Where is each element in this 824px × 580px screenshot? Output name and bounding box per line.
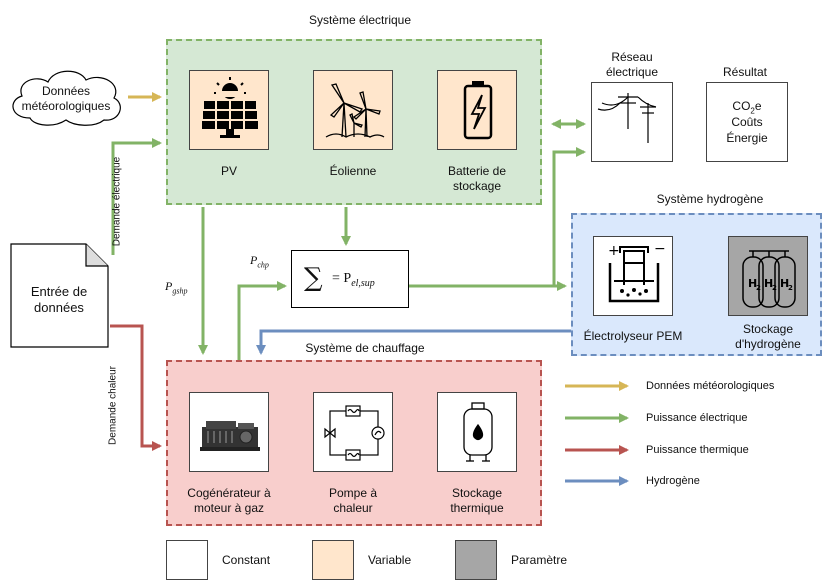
power-pylon-icon xyxy=(597,93,657,143)
electrolyser-tile: + − xyxy=(593,236,673,316)
svg-text:−: − xyxy=(654,241,666,257)
svg-text:2: 2 xyxy=(788,284,793,292)
svg-text:H: H xyxy=(764,277,773,290)
gas-engine-icon xyxy=(200,421,260,451)
legend-variable-label: Variable xyxy=(368,553,412,567)
p-gshp-label: Pgshp xyxy=(165,279,188,296)
electric-system-title: Système électrique xyxy=(308,13,412,27)
battery-label: Batterie de stockage xyxy=(447,164,507,193)
heat-pump-tile xyxy=(313,392,393,472)
sum-equation: = Pel,sup xyxy=(332,271,375,289)
chp-label: Cogénérateur à moteur à gaz xyxy=(187,486,271,515)
grid-tile xyxy=(591,82,673,162)
wind-turbine-icon xyxy=(325,83,385,138)
battery-tile xyxy=(437,70,517,150)
legend-constant-swatch xyxy=(166,540,208,580)
result-co2: CO2e xyxy=(732,99,762,116)
pv-tile xyxy=(189,70,269,150)
electric-demand-arrow xyxy=(111,138,162,255)
heat-pump-label: Pompe à chaleur xyxy=(328,486,378,515)
heat-demand-arrow xyxy=(110,324,162,451)
svg-text:H: H xyxy=(780,277,789,290)
solar-panel-icon xyxy=(202,77,258,138)
sum-to-grid-arrow xyxy=(409,147,586,288)
legend-meteo-label: Données météorologiques xyxy=(646,380,775,392)
heat-pump-icon xyxy=(324,405,385,461)
chp-tile xyxy=(189,392,269,472)
battery-icon xyxy=(463,81,493,140)
legend-electric-label: Puissance électrique xyxy=(646,412,748,424)
electric-demand-label: Demande électrique xyxy=(111,156,123,247)
result-title: Résultat xyxy=(722,65,768,79)
result-energy: Énergie xyxy=(726,131,768,145)
thermal-storage-tile xyxy=(437,392,517,472)
result-costs: Coûts xyxy=(731,115,763,129)
svg-text:2: 2 xyxy=(772,284,777,292)
heating-system-title: Système de chauffage xyxy=(305,341,425,355)
legend-parameter-label: Paramètre xyxy=(511,553,568,567)
input-data-label: Entrée de données xyxy=(30,284,88,315)
sum-node: ∑ = Pel,sup xyxy=(291,250,409,308)
hydrogen-storage-label: Stockage d'hydrogène xyxy=(735,322,801,351)
water-heater-icon xyxy=(463,402,493,462)
legend-constant-label: Constant xyxy=(222,553,271,567)
electrolyser-label: Électrolyseur PEM xyxy=(583,329,683,343)
p-chp-label: Pchp xyxy=(250,253,269,270)
legend-hydrogen-label: Hydrogène xyxy=(646,475,700,487)
input-document xyxy=(10,243,109,348)
legend-variable-swatch xyxy=(312,540,354,580)
wind-label: Éolienne xyxy=(329,164,377,178)
grid-label: Réseau électrique xyxy=(605,50,659,79)
chp-to-sum-arrow xyxy=(237,281,287,360)
svg-text:+: + xyxy=(608,243,620,259)
wind-tile xyxy=(313,70,393,150)
legend-thermal-label: Puissance thermique xyxy=(646,444,749,456)
heat-demand-label: Demande chaleur xyxy=(107,366,119,445)
legend-parameter-swatch xyxy=(455,540,497,580)
result-tile: CO2e Coûts Énergie xyxy=(706,82,788,162)
electrolyser-icon: + − xyxy=(608,241,666,303)
thermal-storage-label: Stockage thermique xyxy=(450,486,504,515)
weather-cloud xyxy=(12,70,121,126)
pv-label: PV xyxy=(220,164,237,178)
hydrogen-to-heating-arrow xyxy=(256,329,571,355)
svg-text:H: H xyxy=(748,277,757,290)
weather-data-label: Données météorologiques xyxy=(21,84,111,113)
hydrogen-system-title: Système hydrogène xyxy=(656,192,764,206)
svg-text:2: 2 xyxy=(756,284,761,292)
sum-symbol: ∑ xyxy=(304,263,323,293)
